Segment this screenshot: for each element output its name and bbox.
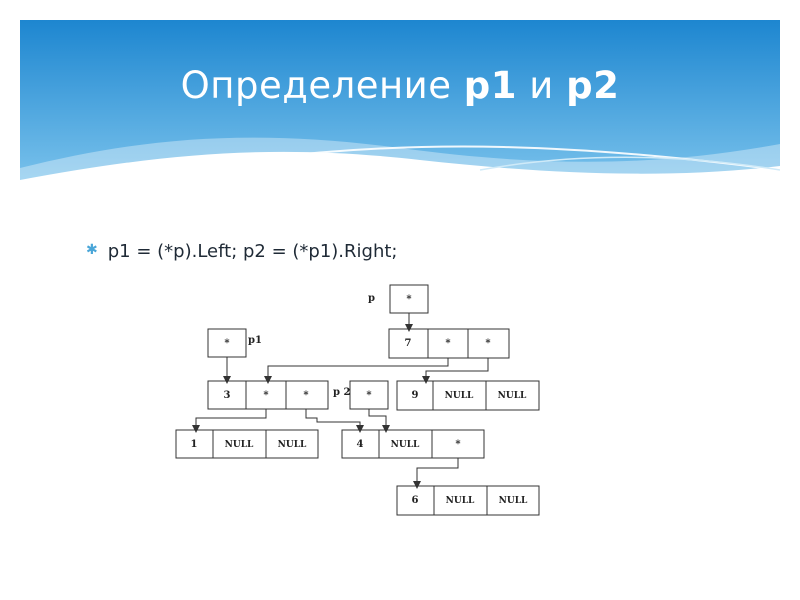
cell-4-key: 4 (357, 439, 364, 450)
arrow-4-right-to-6 (417, 458, 458, 485)
arrow-3-left-to-1 (196, 409, 266, 429)
pointer-label-p: p (368, 293, 375, 304)
cell-1-key: 1 (191, 439, 198, 450)
cell-4-right: * (455, 439, 461, 450)
arrow-p2-to-4 (369, 409, 386, 429)
cell-6-right: NULL (499, 496, 528, 506)
cell-7-key: 7 (405, 338, 412, 349)
cell-3-right: * (303, 390, 309, 401)
pointer-label-p1: p1 (248, 335, 262, 346)
cell-1-left: NULL (225, 440, 254, 450)
cell-1-right: NULL (278, 440, 307, 450)
cell-3-left: * (263, 390, 269, 401)
arrow-7-left-to-3 (268, 358, 448, 380)
cell-6-key: 6 (412, 495, 419, 506)
cell-3-key: 3 (224, 390, 231, 401)
cell-7-left: * (445, 338, 451, 349)
cell-9-key: 9 (412, 390, 419, 401)
arrow-3-right-to-4 (306, 409, 360, 429)
cell-p1-ptr: * (224, 338, 230, 349)
cell-7-right: * (485, 338, 491, 349)
cell-9-right: NULL (498, 391, 527, 401)
cell-6-left: NULL (446, 496, 475, 506)
pointer-label-p2: p 2 (333, 387, 350, 398)
cell-p2-ptr: * (366, 390, 372, 401)
cell-9-left: NULL (445, 391, 474, 401)
cell-p-ptr: * (406, 294, 412, 305)
arrow-7-right-to-9 (426, 358, 488, 380)
cell-4-left: NULL (391, 440, 420, 450)
